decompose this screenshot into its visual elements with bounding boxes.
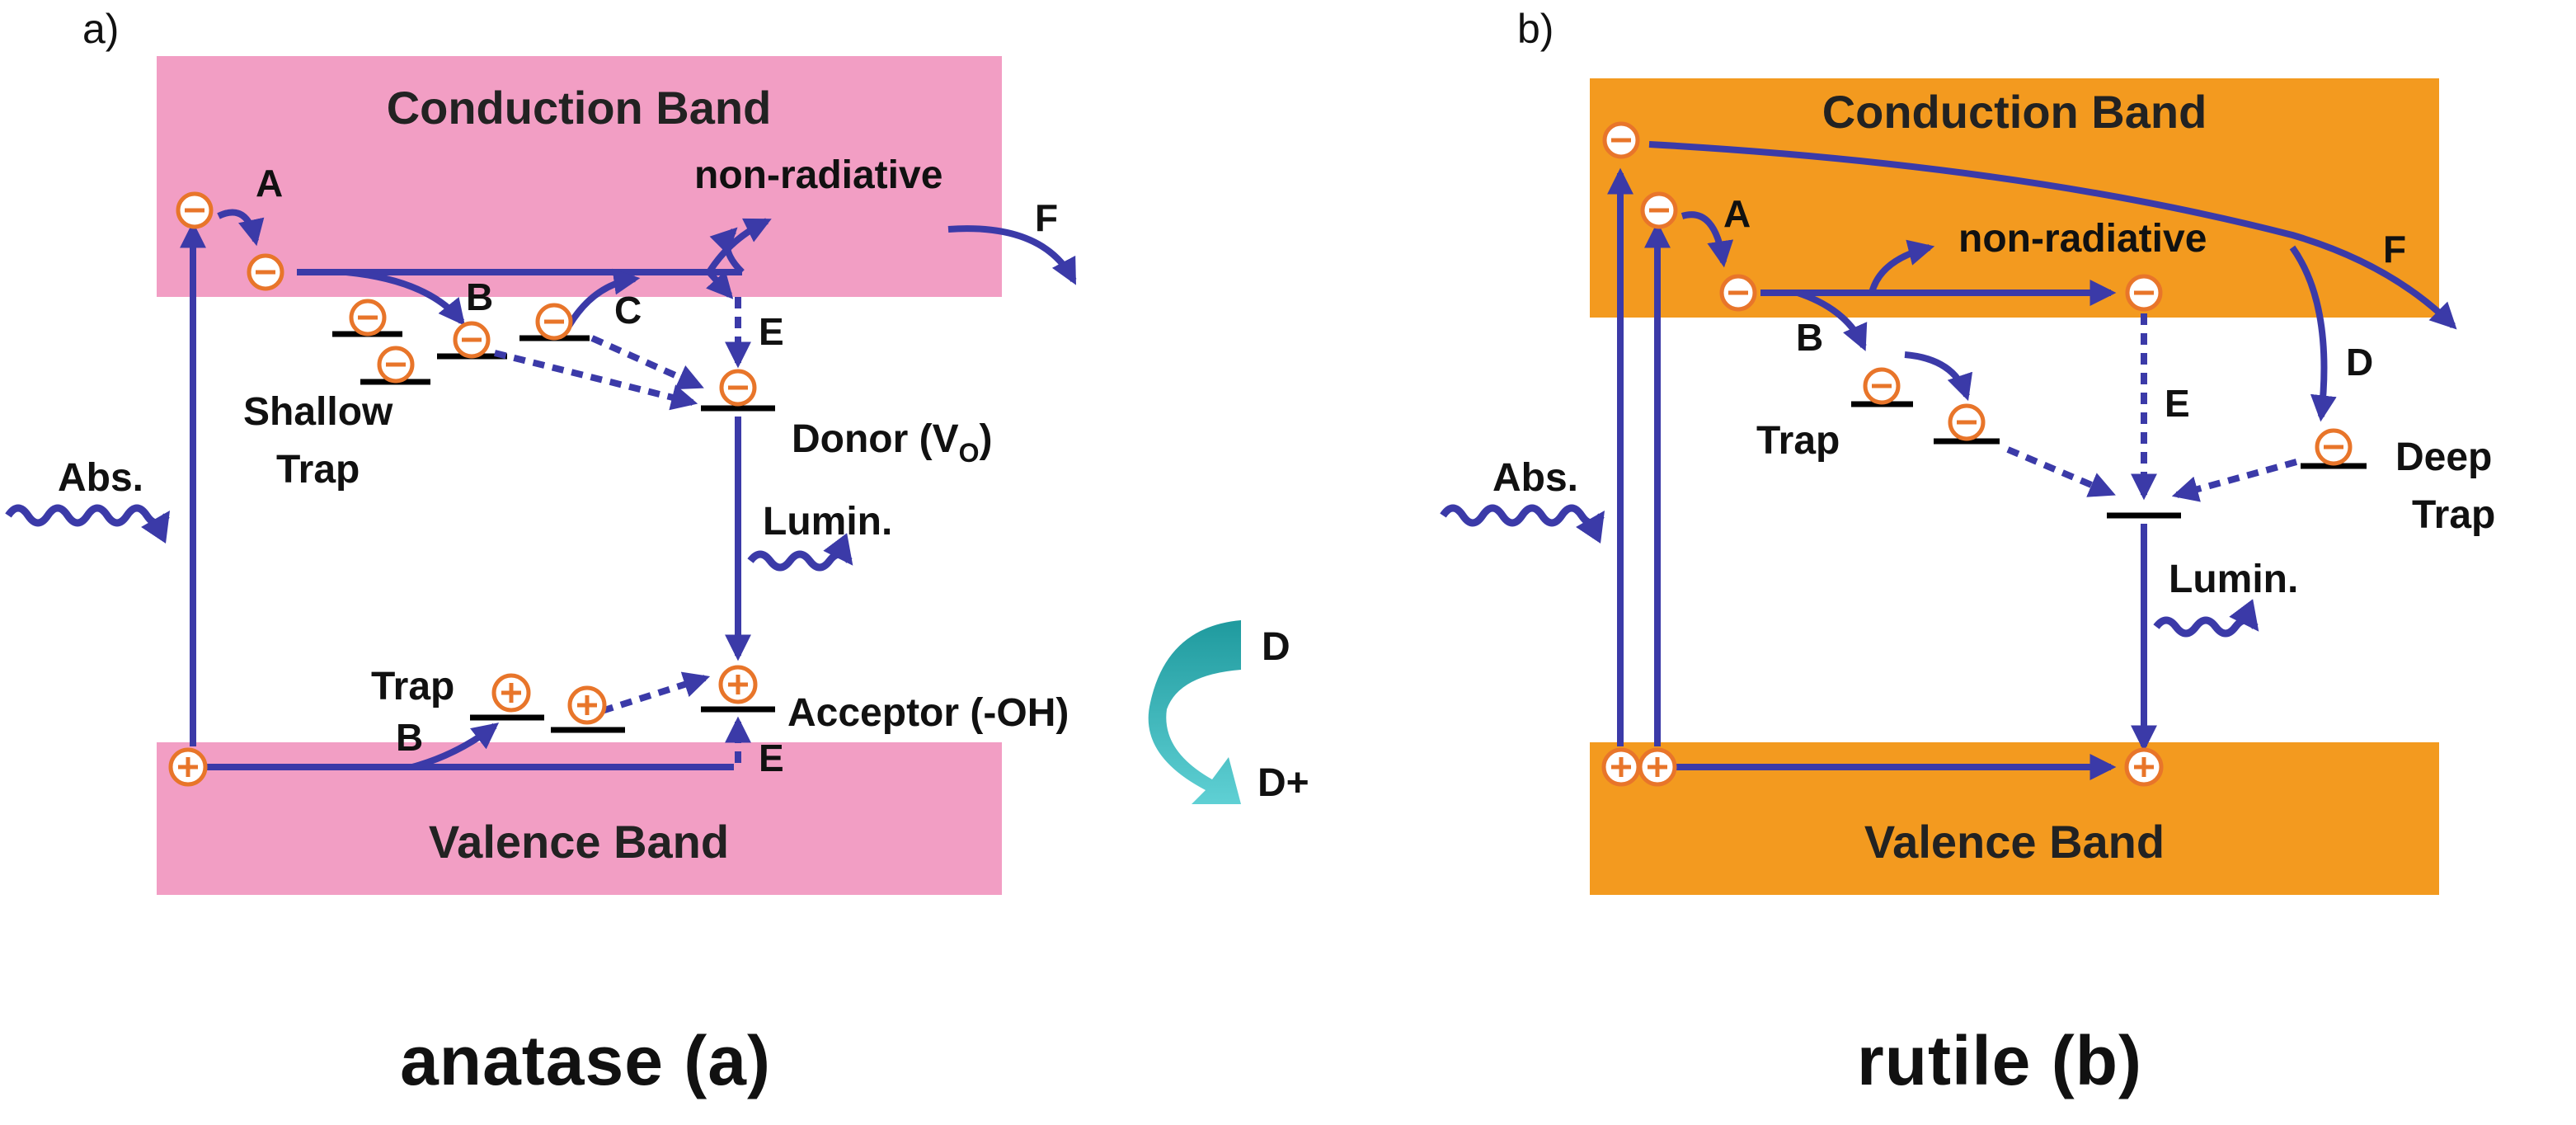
panel-a-label-e-low: E — [759, 737, 784, 779]
panel-b-label-d: D — [2346, 341, 2373, 384]
panel-b-lumin-wave — [2153, 599, 2259, 638]
panel-b-carriers — [1601, 121, 2353, 787]
panel-a-conduction-label: Conduction Band — [387, 82, 772, 134]
panel-a-dotted-hole — [600, 671, 711, 714]
panel-a-conduction-band — [157, 56, 1002, 297]
panel-a-to-e-arrow — [706, 270, 734, 299]
panel-a-arrow-c — [566, 268, 641, 328]
panel-b-nonrad-arrow — [1869, 239, 1935, 294]
electron — [176, 191, 214, 229]
panel-b-label-b: B — [1796, 316, 1823, 359]
caption-anatase: anatase (a) — [400, 1022, 771, 1099]
electron — [1863, 367, 1901, 405]
panel-a-label-e-top: E — [759, 310, 784, 353]
panel-b-arrow-d — [2289, 245, 2337, 422]
electron — [1719, 274, 1757, 312]
panel-b-arrow-f — [1648, 141, 2457, 330]
panel-b-nonrad-label: non-radiative — [1958, 217, 2207, 261]
electron — [453, 321, 491, 359]
panel-b-arrow-a — [1681, 211, 1734, 268]
panel-b-label-e: E — [2165, 382, 2190, 425]
panel-a-arrow-b-low — [411, 723, 500, 770]
panel-b-trap-label: Trap — [1756, 419, 1840, 463]
panel-a-nonrad-label: non-radiative — [694, 153, 942, 197]
hole — [2124, 747, 2164, 787]
panel-b-arrow-b2 — [1904, 351, 1973, 402]
panel-a-arrow-a — [217, 209, 265, 247]
hole — [1601, 747, 1641, 787]
panel-b-deep-label: Deep — [2395, 435, 2492, 479]
hole — [1638, 747, 1677, 787]
panel-a-arrow-b-top — [346, 269, 466, 326]
panel-a-abs-wave — [5, 504, 170, 544]
hole — [718, 665, 758, 704]
electron — [1640, 191, 1678, 229]
panel-a-label-b-top: B — [466, 275, 493, 318]
panel-b-lumin-label: Lumin. — [2169, 558, 2298, 601]
panel-a-d-label: D — [1262, 625, 1290, 669]
panel-b-deep-trap-label: Trap — [2412, 493, 2495, 537]
panel-b-label-f: F — [2383, 228, 2406, 271]
electron — [2315, 428, 2353, 466]
panel-b-valence-label: Valence Band — [1864, 816, 2165, 868]
panel-a-valence-label: Valence Band — [429, 816, 729, 868]
panel-a-trap-low-label: Trap — [371, 665, 454, 708]
panel-a-abs-label: Abs. — [58, 456, 143, 500]
electron — [1948, 403, 1986, 441]
panel-a-dplus-label: D+ — [1257, 761, 1309, 805]
panel-a-label-f: F — [1035, 196, 1058, 239]
panel-a-acceptor-label: Acceptor (-OH) — [787, 691, 1069, 735]
panel-a-dotted-b — [494, 350, 698, 411]
electron — [349, 299, 387, 337]
panel-a-trap-label: Trap — [276, 448, 360, 492]
panel-a-label-b-low: B — [396, 716, 423, 759]
panel-b-tag: b) — [1517, 6, 1554, 52]
panel-a-lumin-label: Lumin. — [763, 500, 892, 544]
panel-b-conduction-label: Conduction Band — [1822, 86, 2207, 138]
caption-rutile: rutile (b) — [1857, 1022, 2142, 1099]
panel-a-redox-arrow — [1148, 620, 1241, 804]
panel-a-arrow-f — [947, 225, 1077, 285]
panel-a-label-c: C — [614, 289, 642, 332]
panel-a-carriers — [168, 191, 758, 787]
electron — [535, 303, 573, 341]
electron — [719, 369, 757, 407]
panel-a: a) Conduction Band Valence Band Abs. A n… — [5, 6, 1309, 895]
panel-b-arrow-b — [1796, 289, 1868, 351]
panel-a-shallow-label: Shallow — [243, 390, 393, 434]
electron — [2125, 274, 2163, 312]
panel-a-label-a: A — [256, 162, 283, 205]
panel-b-dotted-trap — [2006, 446, 2116, 497]
panel-a-nonrad-curve — [706, 218, 772, 275]
panel-b-abs-label: Abs. — [1492, 456, 1578, 500]
hole — [168, 747, 208, 787]
panel-a-lumin-wave — [747, 533, 853, 572]
hole — [491, 673, 531, 713]
panel-b-label-a: A — [1723, 192, 1751, 235]
electron — [247, 253, 284, 291]
panel-a-donor-label: Donor (VO) — [792, 417, 993, 468]
electron — [377, 346, 415, 384]
panel-a-dotted-c — [590, 335, 704, 390]
hole — [567, 685, 607, 725]
panel-b-dotted-deep — [2171, 459, 2298, 502]
panel-a-tag: a) — [82, 6, 119, 52]
electron — [1602, 121, 1640, 159]
panel-b-abs-wave — [1440, 504, 1605, 544]
